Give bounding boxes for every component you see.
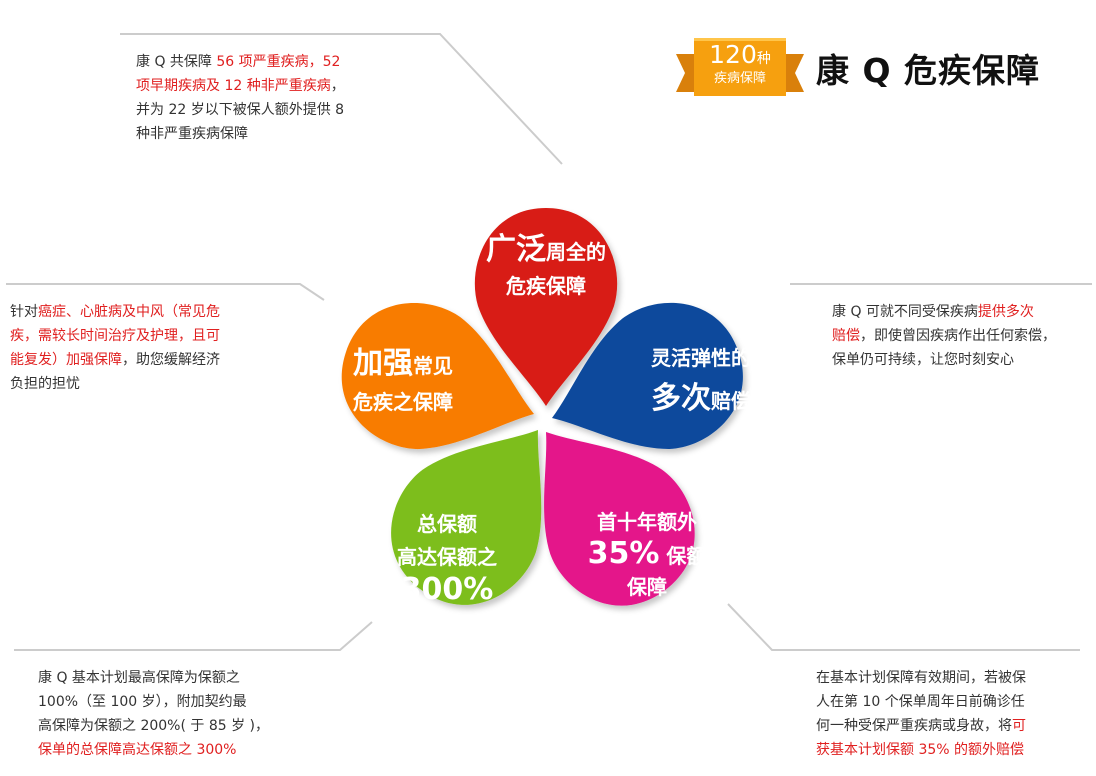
desc-bottom-left: 康 Q 基本计划最高保障为保额之 100%（至 100 岁），附加契约最高保障为保… xyxy=(38,666,328,762)
desc-line: 康 Q 共保障 56 项严重疾病，52 xyxy=(136,50,396,74)
petal-bottom-left-text1: 总保额 xyxy=(417,512,477,536)
petal-bottom-right-text1: 首十年额外 xyxy=(597,510,697,534)
desc-text: 100%（至 100 岁），附加契约最 xyxy=(38,694,247,710)
badge-number: 120 xyxy=(709,40,757,69)
petal-bottom-left-text2: 高达保额之 xyxy=(397,545,497,569)
desc-line: 高保障为保额之 200%( 于 85 岁 )， xyxy=(38,714,328,738)
desc-text: ，助您缓解经济 xyxy=(122,352,220,368)
petal-right-text1: 灵活弹性的 xyxy=(651,346,751,370)
desc-line: 康 Q 基本计划最高保障为保额之 xyxy=(38,666,328,690)
desc-bottom-right: 在基本计划保障有效期间，若被保人在第 10 个保单周年日前确诊任何一种受保严重疾… xyxy=(816,666,1086,762)
desc-line: 保单仍可持续，让您时刻安心 xyxy=(832,348,1092,372)
petal-label-left: 加强常见 危疾之保障 xyxy=(318,338,488,415)
desc-highlight-text: 癌症、心脏病及中风（常见危 xyxy=(38,304,220,320)
desc-line: 针对癌症、心脏病及中风（常见危 xyxy=(10,300,280,324)
desc-line: 获基本计划保额 35% 的额外赔偿 xyxy=(816,738,1086,762)
desc-text: 高保障为保额之 200%( 于 85 岁 )， xyxy=(38,718,270,734)
desc-highlight-text: 项早期疾病及 12 种非严重疾病 xyxy=(136,78,331,94)
desc-highlight-text: 56 项严重疾病，52 xyxy=(216,54,341,70)
desc-text: ，即使曾因疾病作出任何索偿， xyxy=(860,328,1056,344)
petal-label-bottom-right: 首十年额外 35% 保额 保障 xyxy=(562,506,732,600)
petal-left-text1: 常见 xyxy=(413,354,453,378)
desc-line: 赔偿，即使曾因疾病作出任何索偿， xyxy=(832,324,1092,348)
petal-top-text1: 周全的 xyxy=(546,240,606,264)
desc-highlight-text: 获基本计划保额 35% 的额外赔偿 xyxy=(816,742,1025,758)
badge-subtitle: 疾病保障 xyxy=(713,71,766,86)
desc-line: 100%（至 100 岁），附加契约最 xyxy=(38,690,328,714)
desc-highlight-text: 疾，需较长时间治疗及护理，且可 xyxy=(10,328,220,344)
desc-line: 保单的总保障高达保额之 300% xyxy=(38,738,328,762)
badge-unit: 种 xyxy=(756,51,771,67)
desc-text: 针对 xyxy=(10,304,38,320)
petal-bottom-right-text2: 保额 xyxy=(659,544,707,568)
desc-line: 人在第 10 个保单周年日前确诊任 xyxy=(816,690,1086,714)
desc-text: 并为 22 岁以下被保人额外提供 8 xyxy=(136,102,345,118)
petal-label-top: 广泛周全的 危疾保障 xyxy=(456,224,636,299)
connector-lines xyxy=(6,33,1092,651)
desc-left: 针对癌症、心脏病及中风（常见危疾，需较长时间治疗及护理，且可能复发）加强保障，助… xyxy=(10,300,280,396)
desc-line: 康 Q 可就不同受保疾病提供多次 xyxy=(832,300,1092,324)
desc-highlight-text: 可 xyxy=(1012,718,1026,734)
petal-label-right: 灵活弹性的 多次赔偿 xyxy=(616,342,786,417)
page-title: 康 Q 危疾保障 xyxy=(816,51,1041,90)
petal-top-emphasis: 广泛 xyxy=(486,232,546,267)
desc-text: 康 Q 可就不同受保疾病 xyxy=(832,304,978,320)
desc-text: 何一种受保严重疾病或身故，将 xyxy=(816,718,1012,734)
connector-top-left xyxy=(120,33,563,165)
petal-top-text2: 危疾保障 xyxy=(506,274,586,298)
ribbon-icon xyxy=(676,38,804,96)
desc-line: 种非严重疾病保障 xyxy=(136,122,396,146)
desc-right: 康 Q 可就不同受保疾病提供多次赔偿，即使曾因疾病作出任何索偿，保单仍可持续，让… xyxy=(832,300,1092,372)
desc-line: 项早期疾病及 12 种非严重疾病， xyxy=(136,74,396,98)
desc-highlight-text: 保单的总保障高达保额之 300% xyxy=(38,742,237,758)
connector-bottom-right xyxy=(727,603,1080,651)
petal-right-emphasis: 多次 xyxy=(651,381,711,416)
desc-text: ， xyxy=(330,78,345,94)
desc-line: 何一种受保严重疾病或身故，将可 xyxy=(816,714,1086,738)
connector-bottom-left xyxy=(14,621,373,651)
desc-line: 疾，需较长时间治疗及护理，且可 xyxy=(10,324,280,348)
petal-label-bottom-left: 总保额 高达保额之 300% xyxy=(362,508,532,607)
petal-left-text2: 危疾之保障 xyxy=(353,390,453,414)
desc-text: 负担的担忧 xyxy=(10,376,80,392)
desc-text: 人在第 10 个保单周年日前确诊任 xyxy=(816,694,1025,710)
petal-bottom-right-emphasis: 35% xyxy=(587,536,660,571)
desc-text: 种非严重疾病保障 xyxy=(136,126,248,142)
desc-highlight-text: 能复发）加强保障 xyxy=(10,352,122,368)
desc-text: 保单仍可持续，让您时刻安心 xyxy=(832,352,1014,368)
desc-line: 并为 22 岁以下被保人额外提供 8 xyxy=(136,98,396,122)
petal-left-emphasis: 加强 xyxy=(353,346,413,381)
desc-line: 在基本计划保障有效期间，若被保 xyxy=(816,666,1086,690)
desc-text: 在基本计划保障有效期间，若被保 xyxy=(816,670,1026,686)
petal-bottom-left-emphasis: 300% xyxy=(400,572,494,607)
connector-left xyxy=(6,283,325,301)
desc-text: 康 Q 基本计划最高保障为保额之 xyxy=(38,670,240,686)
desc-line: 能复发）加强保障，助您缓解经济 xyxy=(10,348,280,372)
desc-highlight-text: 提供多次 xyxy=(977,304,1034,320)
petal-bottom-right-text3: 保障 xyxy=(627,575,667,599)
petal-right-text2: 赔偿 xyxy=(711,389,751,413)
desc-highlight-text: 赔偿 xyxy=(832,328,860,344)
desc-line: 负担的担忧 xyxy=(10,372,280,396)
disease-count-badge: 120种 疾病保障 xyxy=(676,38,804,100)
desc-text: 康 Q 共保障 xyxy=(136,54,217,70)
